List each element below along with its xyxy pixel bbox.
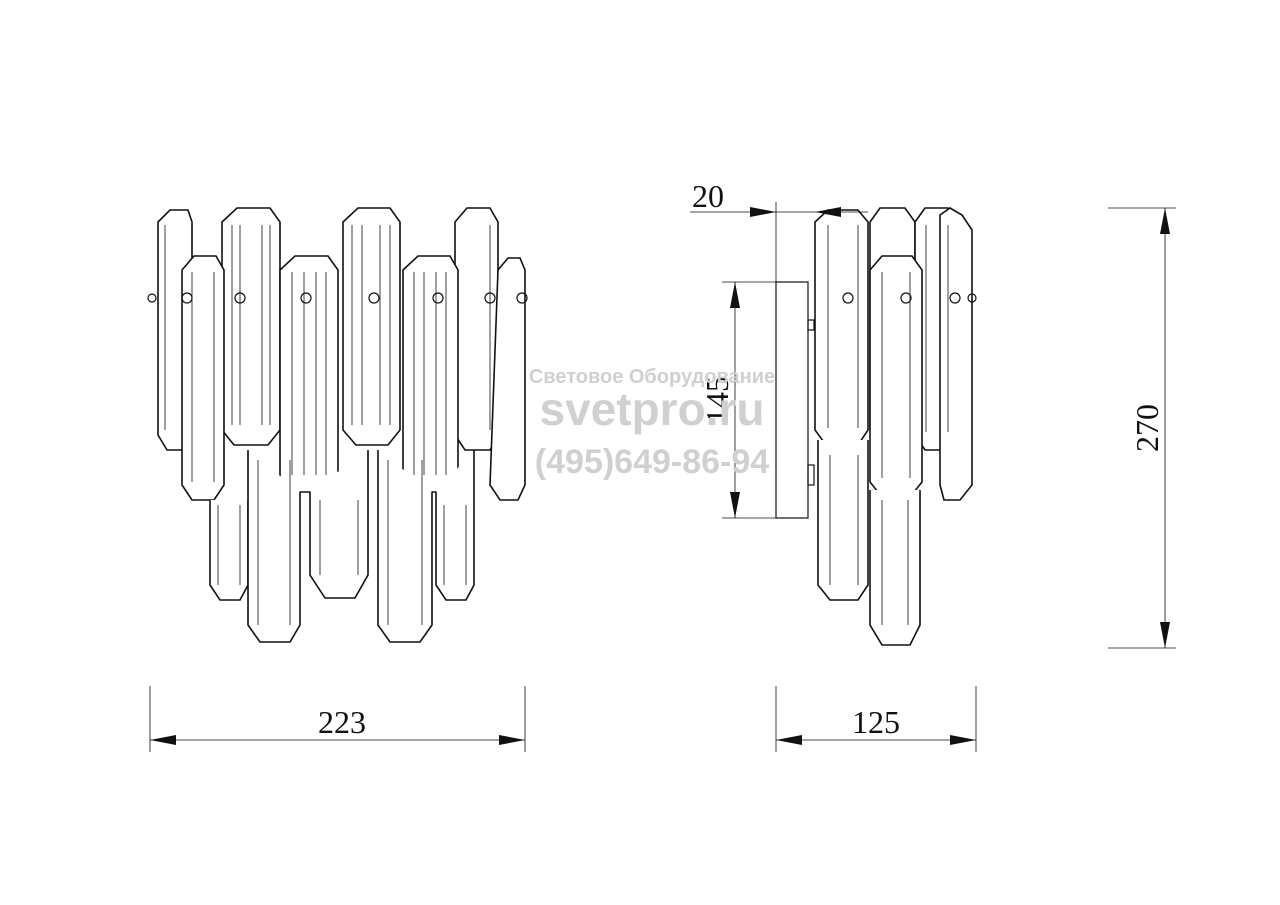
side-mounting-screws [842, 292, 977, 304]
dimension-width: 223 [149, 686, 526, 752]
front-rods-middle-tier [181, 255, 526, 501]
front-rods-top-tier [157, 207, 499, 451]
width-label: 223 [318, 704, 366, 740]
watermark-line2: svetpro.ru [540, 383, 765, 435]
side-rods [814, 207, 973, 646]
depth-label: 125 [852, 704, 900, 740]
dimension-backplate-height: 145 [699, 281, 776, 519]
side-view [775, 207, 977, 646]
watermark: Световое Оборудование svetpro.ru (495)64… [529, 366, 775, 481]
height-label: 270 [1129, 404, 1165, 452]
backplate-height-label: 145 [699, 376, 735, 424]
front-mounting-screws [147, 292, 528, 304]
wall-backplate [775, 281, 809, 519]
front-rods-lower-tier [209, 450, 475, 643]
dimension-backplate-depth: 20 [690, 178, 868, 282]
dimension-height: 270 [1108, 207, 1176, 649]
backplate-depth-label: 20 [692, 178, 724, 214]
watermark-line1: Световое Оборудование [529, 366, 775, 388]
front-view [147, 207, 528, 643]
dimension-depth: 125 [775, 686, 977, 752]
watermark-line3: (495)649-86-94 [535, 443, 769, 481]
